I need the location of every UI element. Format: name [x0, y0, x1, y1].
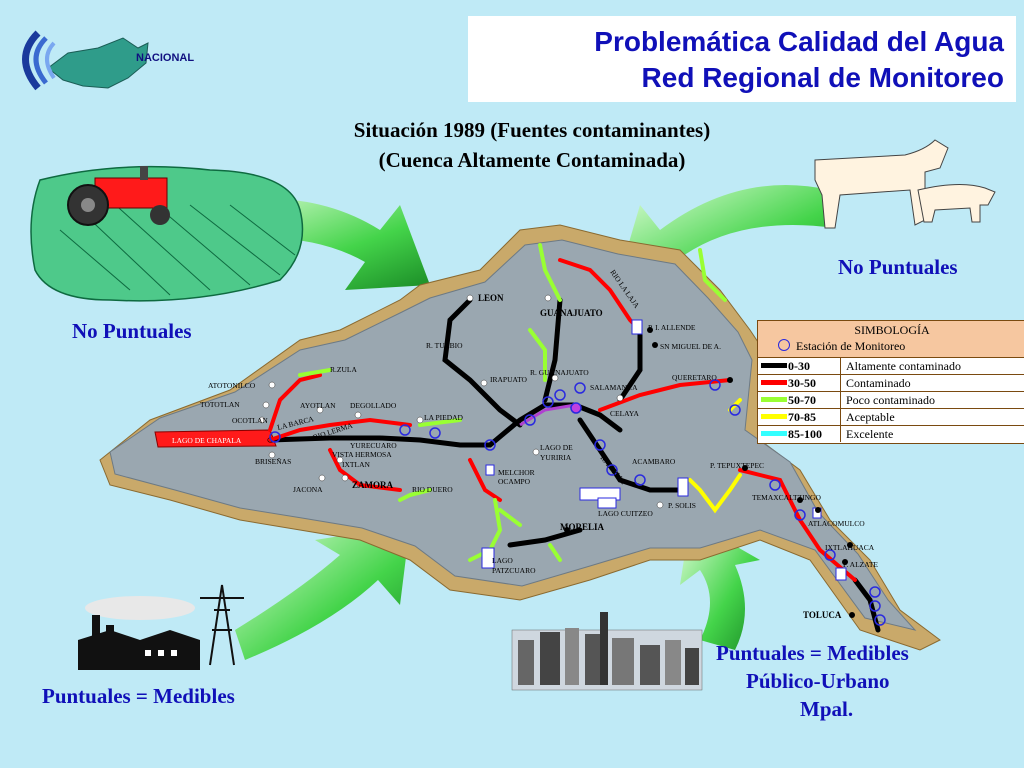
title-box: Problemática Calidad del Agua Red Region… [468, 16, 1016, 102]
monitoring-stations [269, 379, 886, 626]
place-ayotlan: AYOTLAN [300, 401, 336, 410]
conagua-logo: NACIONAL [8, 8, 208, 108]
legend-swatch [761, 397, 787, 402]
legend-row: 85-100 Excelente [758, 426, 1024, 442]
logo-graphic [22, 30, 149, 91]
legend-swatch [761, 431, 787, 436]
legend-desc: Excelente [846, 427, 894, 441]
legend-range: 30-50 [788, 376, 816, 390]
place-lago-yuriria: LAGO DE [540, 443, 573, 452]
station-icon [778, 339, 790, 351]
place-vista-hermosa: VISTA HERMOSA [332, 450, 392, 459]
place-r-guanajuato: R. GUANAJUATO [530, 368, 589, 377]
legend-title: SIMBOLOGÍA [854, 323, 930, 337]
title-line-1: Problemática Calidad del Agua [594, 26, 1004, 57]
callout-no-puntuales-left: No Puntuales [72, 319, 192, 343]
city-skyline-illustration [511, 612, 703, 691]
subtitle-line-1: Situación 1989 (Fuentes contaminantes) [353, 118, 711, 142]
legend-range: 85-100 [788, 427, 822, 441]
place-lago-cuitzeo: LAGO CUITZEO [598, 509, 653, 518]
place-lago-patzcuaro: LAGO [492, 556, 513, 565]
place-sn-miguel: SN MIGUEL DE A. [660, 342, 721, 351]
place-queretaro: QUERETARO [672, 373, 717, 382]
place-ocotlan: OCOTLAN [232, 416, 268, 425]
legend-swatch [761, 363, 787, 368]
legend-range: 0-30 [788, 359, 810, 373]
legend-desc: Aceptable [846, 410, 895, 424]
place-salamanca: SALAMANCA [590, 383, 638, 392]
place-irapuato: IRAPUATO [490, 375, 528, 384]
place-atotonilco: ATOTONILCO [208, 381, 256, 390]
place-celaya: CELAYA [610, 409, 639, 418]
lake-chapala [154, 429, 277, 448]
legend-row: 30-50 Contaminado [758, 375, 1024, 392]
legend-desc: Poco contaminado [846, 393, 935, 407]
subtitle-line-2: (Cuenca Altamente Contaminada) [378, 148, 686, 172]
arrow-bottom-left [235, 525, 410, 660]
legend-swatch [761, 380, 787, 385]
legend-row: 0-30 Altamente contaminado [758, 358, 1024, 375]
place-p-allende: P. I. ALLENDE [648, 323, 696, 332]
place-acambaro: ACAMBARO [632, 457, 676, 466]
place-temascaltzingo: TEMAXCALTZINGO [752, 493, 821, 502]
city-dots-black [564, 327, 855, 618]
livestock-illustration [814, 139, 996, 229]
place-p-tepuxtepec: P. TEPUXTEPEC [710, 461, 764, 470]
place-p-solis: P. SOLIS [668, 501, 696, 510]
factory-illustration [78, 584, 244, 670]
place-p-alzate: P. ALZATE [843, 560, 878, 569]
rivers-green [298, 243, 727, 562]
basin-surface [109, 239, 917, 631]
place-ixtlahuaca: IXTLAHUACA [825, 543, 875, 552]
place-tototlan: TOTOTLAN [200, 400, 240, 409]
legend-row: 50-70 Poco contaminado [758, 392, 1024, 409]
place-rio-duero: RIO DUERO [412, 485, 453, 494]
legend-desc: Altamente contaminado [846, 359, 961, 373]
legend-header: SIMBOLOGÍA Estación de Monitoreo [758, 321, 1024, 358]
callout-puntuales-right-3: Mpal. [800, 697, 854, 721]
place-lago-patzcuaro-2: PATZCUARO [492, 566, 536, 575]
city-label-guanajuato: GUANAJUATO [540, 308, 603, 318]
legend-range: 70-85 [788, 410, 816, 424]
place-degollado: DEGOLLADO [350, 401, 397, 410]
place-r-zula: R.ZULA [330, 365, 357, 374]
place-jacona: JACONA [293, 485, 323, 494]
city-label-toluca: TOLUCA [803, 610, 842, 620]
legend-row: 70-85 Aceptable [758, 409, 1024, 426]
place-ocampo: OCAMPO [498, 477, 531, 486]
place-la-piedad: LA PIEDAD [424, 413, 464, 422]
place-brisenas: BRISEÑAS [255, 456, 291, 466]
city-label-morelia: MORELIA [560, 522, 605, 532]
legend-station-label: Estación de Monitoreo [796, 339, 906, 353]
reservoirs [481, 319, 847, 581]
place-melchor: MELCHOR [498, 468, 535, 477]
legend-swatch [761, 414, 787, 419]
legend-desc: Contaminado [846, 376, 911, 390]
tractor-illustration [30, 165, 304, 302]
rivers-black [267, 297, 881, 633]
place-r-turbio: R. TURBIO [426, 341, 463, 350]
city-label-leon: LEON [478, 293, 504, 303]
city-label-zamora: ZAMORA [352, 480, 393, 490]
lake-chapala-label: LAGO DE CHAPALA [172, 436, 242, 445]
river-purple [519, 403, 576, 427]
logo-label: NACIONAL [136, 52, 195, 64]
city-dots [258, 294, 664, 509]
place-atlacomulco: ATLACOMULCO [808, 519, 865, 528]
callout-puntuales-right-2: Público-Urbano [746, 669, 890, 693]
callout-no-puntuales-right: No Puntuales [838, 255, 958, 279]
place-ixtlan: IXTLAN [342, 460, 370, 469]
place-yurecuaro: YURECUARO [350, 441, 397, 450]
legend: SIMBOLOGÍA Estación de Monitoreo 0-30 Al… [757, 320, 1024, 444]
title-line-2: Red Regional de Monitoreo [641, 62, 1004, 93]
callout-puntuales-left: Puntuales = Medibles [42, 684, 235, 708]
legend-range: 50-70 [788, 393, 816, 407]
callout-puntuales-right-1: Puntuales = Medibles [716, 641, 909, 665]
place-lago-yuriria-2: YURIRIA [540, 453, 572, 462]
